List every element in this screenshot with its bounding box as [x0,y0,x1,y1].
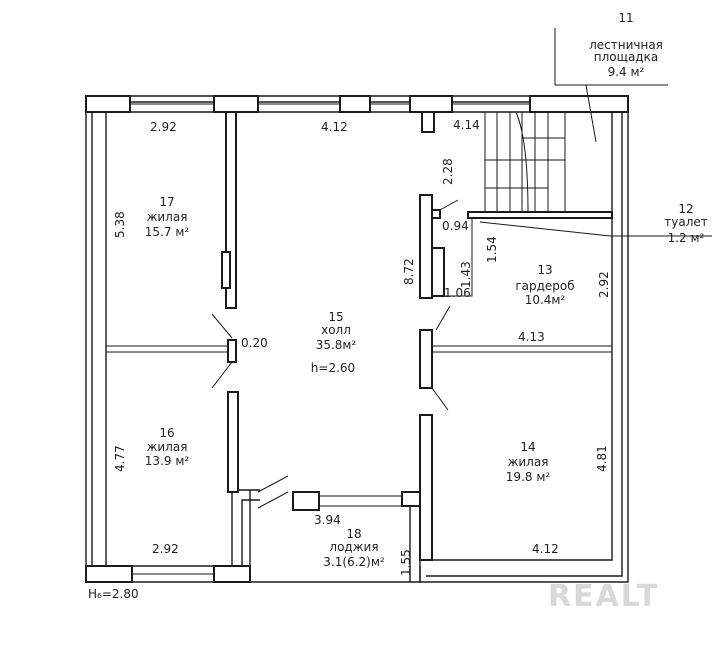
room-18-label: 18 лоджия 3.1(6.2)м² [323,527,385,569]
room-17-label: 17 жилая 15.7 м² [145,195,190,239]
svg-text:лестничная: лестничная [589,38,663,52]
room-16-label: 16 жилая 13.9 м² [145,426,190,468]
svg-text:9.4 м²: 9.4 м² [608,65,645,79]
svg-text:1.06: 1.06 [444,286,471,300]
svg-text:1.55: 1.55 [399,549,413,576]
svg-text:лоджия: лоджия [329,540,378,554]
svg-text:гардероб: гардероб [515,279,574,293]
svg-text:14: 14 [520,440,535,454]
svg-text:4.13: 4.13 [518,330,545,344]
svg-text:4.81: 4.81 [595,445,609,472]
floor-height-label: H₆=2.80 [88,587,139,601]
svg-text:жилая: жилая [508,455,549,469]
svg-text:35.8м²: 35.8м² [316,338,357,352]
svg-text:4.12: 4.12 [321,120,348,134]
svg-text:2.92: 2.92 [152,542,179,556]
svg-text:15.7 м²: 15.7 м² [145,225,190,239]
svg-text:жилая: жилая [147,440,188,454]
svg-text:13: 13 [537,263,552,277]
svg-text:жилая: жилая [147,210,188,224]
svg-text:5.38: 5.38 [113,211,127,238]
svg-text:1.43: 1.43 [459,261,473,288]
svg-text:0.94: 0.94 [442,219,469,233]
svg-text:2.92: 2.92 [150,120,177,134]
svg-text:холл: холл [321,323,351,337]
svg-text:19.8 м²: 19.8 м² [506,470,551,484]
svg-text:2.92: 2.92 [597,271,611,298]
svg-text:3.1(6.2)м²: 3.1(6.2)м² [323,555,385,569]
room-14-label: 14 жилая 19.8 м² [506,440,551,484]
interior-walls [106,28,712,561]
svg-text:площадка: площадка [594,50,658,64]
room-11-label: 11 лестничная площадка 9.4 м² [589,11,663,79]
svg-text:туалет: туалет [664,215,708,229]
svg-text:4.77: 4.77 [113,445,127,472]
svg-text:12: 12 [678,202,693,216]
svg-text:4.14: 4.14 [453,118,480,132]
room-15-label: 15 холл 35.8м² h=2.60 [311,310,357,375]
svg-text:3.94: 3.94 [314,513,341,527]
svg-text:h=2.60: h=2.60 [311,361,355,375]
svg-text:16: 16 [159,426,174,440]
svg-text:10.4м²: 10.4м² [525,293,566,307]
svg-text:8.72: 8.72 [402,258,416,285]
svg-text:17: 17 [159,195,174,209]
svg-text:18: 18 [346,527,361,541]
svg-text:13.9 м²: 13.9 м² [145,454,190,468]
svg-text:1.54: 1.54 [485,236,499,263]
room-12-label: 12 туалет 1.2 м² [664,202,708,245]
svg-text:4.12: 4.12 [532,542,559,556]
svg-text:15: 15 [328,310,343,324]
room-13-label: 13 гардероб 10.4м² [515,263,574,307]
svg-text:0.20: 0.20 [241,336,268,350]
dimension-labels: 2.92 4.12 4.14 5.38 4.77 2.92 0.20 8.72 … [113,118,611,576]
svg-text:2.28: 2.28 [441,158,455,185]
svg-text:1.2 м²: 1.2 м² [668,231,705,245]
outer-walls [85,95,629,583]
watermark-logo: REALT [548,579,659,614]
svg-text:11: 11 [618,11,633,25]
